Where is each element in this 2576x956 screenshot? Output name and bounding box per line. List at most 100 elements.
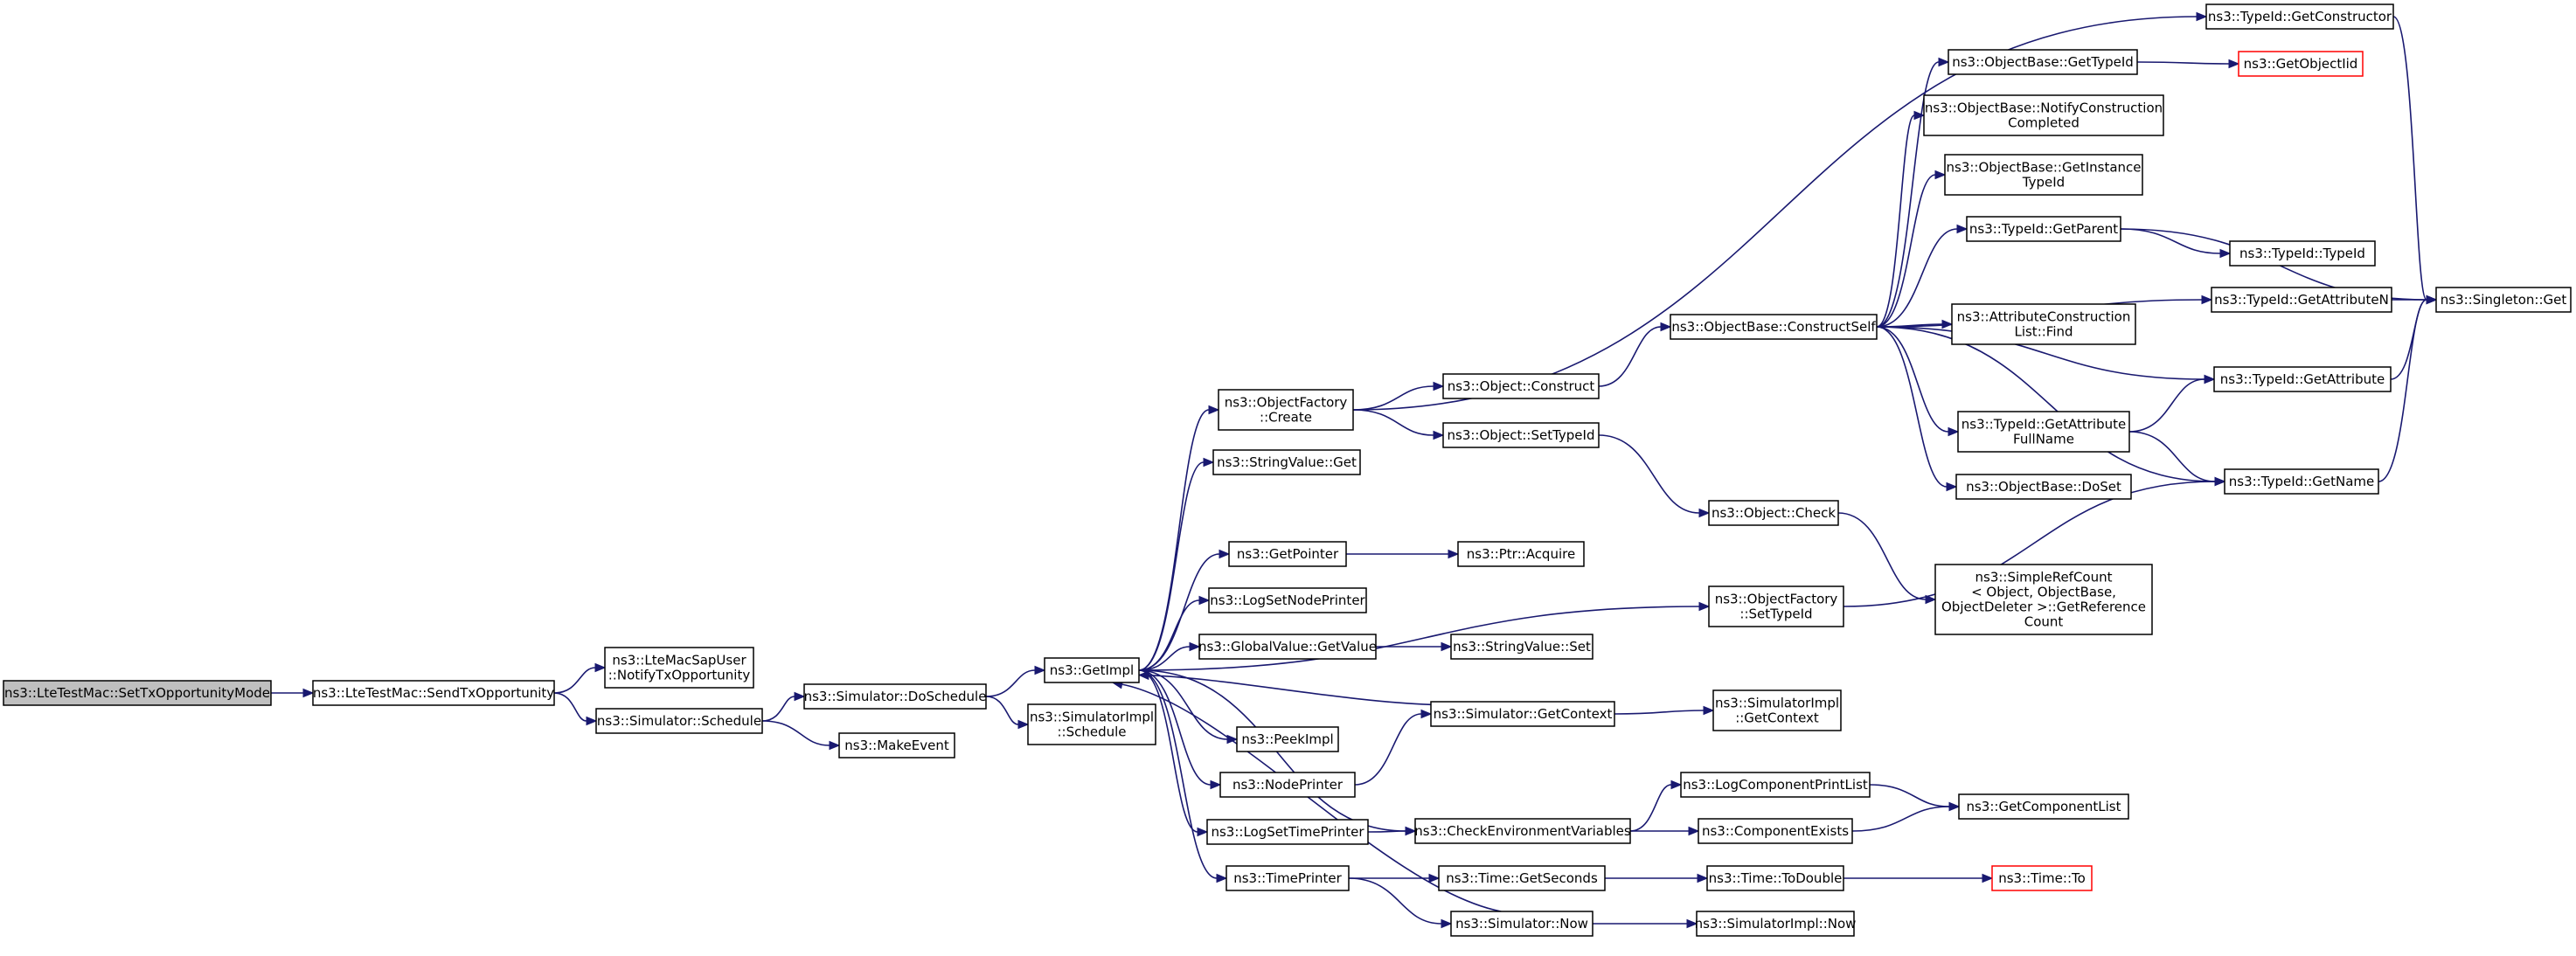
edge-simgetcontext-to-getimpl: [1137, 670, 1432, 706]
node-box: [1414, 818, 1631, 844]
node-constructself[interactable]: ns3::ObjectBase::ConstructSelf: [1670, 314, 1878, 340]
node-obnotify[interactable]: ns3::ObjectBase::NotifyConstructionCompl…: [1923, 94, 2164, 136]
edge-arrowhead: [1441, 918, 1453, 929]
node-ptracquire[interactable]: ns3::Ptr::Acquire: [1457, 541, 1585, 567]
node-tidgetname[interactable]: ns3::TypeId::GetName: [2224, 468, 2379, 495]
edge-getimpl-to-ofsettypeid: [1138, 601, 1711, 671]
edge-timeprinter-to-timegetseconds: [1348, 873, 1441, 883]
node-obgettypeid[interactable]: ns3::ObjectBase::GetTypeId: [1948, 49, 2138, 75]
node-label: List::Find: [2014, 324, 2073, 340]
node-logsetnodeprinter[interactable]: ns3::LogSetNodePrinter: [1208, 587, 1367, 613]
node-ofsettypeid[interactable]: ns3::ObjectFactory::SetTypeId: [1708, 585, 1844, 627]
node-notify[interactable]: ns3::LteMacSapUser::NotifyTxOpportunity: [604, 647, 754, 689]
node-ofcreate[interactable]: ns3::ObjectFactory::Create: [1218, 389, 1354, 431]
edge-simgetcontext-to-simimplgetcontext: [1614, 705, 1715, 716]
node-label: ns3::LteTestMac::SetTxOpportunityMode: [4, 685, 270, 701]
node-timegetseconds[interactable]: ns3::Time::GetSeconds: [1438, 865, 1606, 891]
edge-arrowhead: [1698, 601, 1711, 612]
node-box: [1228, 541, 1347, 567]
edge-line: [1843, 481, 2216, 607]
node-doschedule[interactable]: ns3::Simulator::DoSchedule: [803, 683, 987, 710]
edge-line: [1138, 599, 1200, 671]
node-simimplschedule[interactable]: ns3::SimulatorImpl::Schedule: [1027, 703, 1156, 745]
edge-line: [1876, 326, 2216, 482]
node-tidtypeid[interactable]: ns3::TypeId::TypeId: [2229, 240, 2376, 267]
edge-arrowhead: [1697, 873, 1709, 883]
node-tidgetattrn[interactable]: ns3::TypeId::GetAttributeN: [2211, 287, 2392, 313]
node-timeprinter[interactable]: ns3::TimePrinter: [1226, 865, 1350, 891]
node-compexists[interactable]: ns3::ComponentExists: [1698, 818, 1853, 844]
edge-arrowhead: [1948, 426, 1960, 437]
node-box: [1966, 216, 2121, 242]
edge-line: [1614, 710, 1705, 715]
node-nodeprinter[interactable]: ns3::NodePrinter: [1219, 772, 1356, 798]
node-getpointer[interactable]: ns3::GetPointer: [1228, 541, 1347, 567]
node-sendtx[interactable]: ns3::LteTestMac::SendTxOpportunity: [312, 680, 555, 706]
edge-checkenv-to-compexists: [1629, 826, 1700, 836]
edge-arrowhead: [1925, 594, 1937, 605]
node-box: [1670, 314, 1878, 340]
node-tidgetparent[interactable]: ns3::TypeId::GetParent: [1966, 216, 2121, 242]
node-label: ns3::ObjectFactory: [1715, 592, 1838, 607]
node-root[interactable]: ns3::LteTestMac::SetTxOpportunityMode: [3, 680, 272, 706]
node-schedule[interactable]: ns3::Simulator::Schedule: [595, 708, 763, 734]
edge-arrowhead: [1448, 549, 1460, 559]
node-getobjectiid[interactable]: ns3::GetObjectIid: [2238, 51, 2364, 77]
edge-getimpl-to-logsetnodeprinter: [1138, 595, 1211, 671]
edge-arrowhead: [829, 740, 841, 751]
node-label: ns3::Simulator::Now: [1455, 916, 1588, 932]
node-box: [1457, 541, 1585, 567]
node-box: [1430, 701, 1615, 727]
node-peekimpl[interactable]: ns3::PeekImpl: [1236, 726, 1339, 752]
node-getcomplist[interactable]: ns3::GetComponentList: [1958, 793, 2129, 820]
node-tidgetconstructor[interactable]: ns3::TypeId::GetConstructor: [2205, 3, 2394, 30]
node-tidgetattr[interactable]: ns3::TypeId::GetAttribute: [2213, 366, 2392, 392]
node-objsettypeid[interactable]: ns3::Object::SetTypeId: [1442, 422, 1600, 448]
node-singletonget[interactable]: ns3::Singleton::Get: [2435, 287, 2572, 313]
node-logcompprintlist[interactable]: ns3::LogComponentPrintList: [1680, 772, 1871, 798]
node-objconstruct[interactable]: ns3::Object::Construct: [1442, 373, 1600, 399]
node-globalvalueget[interactable]: ns3::GlobalValue::GetValue: [1198, 634, 1377, 660]
node-makeevent[interactable]: ns3::MakeEvent: [838, 732, 955, 759]
node-simnow[interactable]: ns3::Simulator::Now: [1450, 911, 1594, 937]
node-checkenv[interactable]: ns3::CheckEnvironmentVariables: [1414, 818, 1631, 844]
edge-constructself-to-tidgetattrfull: [1876, 326, 1960, 437]
edge-line: [761, 720, 830, 746]
edge-line: [1598, 434, 1700, 514]
edge-line: [1138, 461, 1205, 671]
node-objcheck[interactable]: ns3::Object::Check: [1708, 500, 1839, 526]
node-stringvalueget[interactable]: ns3::StringValue::Get: [1212, 449, 1361, 475]
node-label: ns3::SimulatorImpl: [1715, 696, 1839, 711]
node-simgetcontext[interactable]: ns3::Simulator::GetContext: [1430, 701, 1615, 727]
node-getimpl[interactable]: ns3::GetImpl: [1044, 657, 1140, 683]
node-simplerefcount[interactable]: ns3::SimpleRefCount< Object, ObjectBase,…: [1934, 564, 2153, 635]
node-stringvalueset[interactable]: ns3::StringValue::Set: [1450, 634, 1594, 660]
node-label: ns3::TypeId::TypeId: [2239, 246, 2365, 261]
node-box: [2211, 287, 2392, 313]
node-simimplgetcontext[interactable]: ns3::SimulatorImpl::GetContext: [1712, 689, 1842, 731]
node-box: [803, 683, 987, 710]
node-logsettimeprinter[interactable]: ns3::LogSetTimePrinter: [1206, 819, 1369, 845]
edge-arrowhead: [1034, 665, 1046, 675]
edge-line: [1348, 877, 1442, 925]
edge-line: [985, 669, 1036, 697]
node-box: [1706, 865, 1844, 891]
node-label: ns3::LogSetNodePrinter: [1210, 592, 1365, 608]
edge-line: [1851, 806, 1950, 832]
node-box: [1206, 819, 1369, 845]
node-timetodouble[interactable]: ns3::Time::ToDouble: [1706, 865, 1844, 891]
node-timeto[interactable]: ns3::Time::To: [1991, 865, 2093, 891]
node-box: [1226, 865, 1350, 891]
node-obdoset[interactable]: ns3::ObjectBase::DoSet: [1955, 474, 2132, 500]
node-label: ns3::GetPointer: [1237, 546, 1339, 562]
node-simimplnow[interactable]: ns3::SimulatorImpl::Now: [1695, 911, 1857, 937]
edge-line: [1598, 326, 1662, 387]
edge-arrowhead: [2228, 59, 2240, 69]
node-label: ns3::SimulatorImpl: [1030, 710, 1154, 725]
edge-line: [2128, 378, 2205, 433]
edge-line: [1876, 326, 1949, 433]
edge-logsettimeprinter-to-checkenv: [1367, 826, 1417, 836]
